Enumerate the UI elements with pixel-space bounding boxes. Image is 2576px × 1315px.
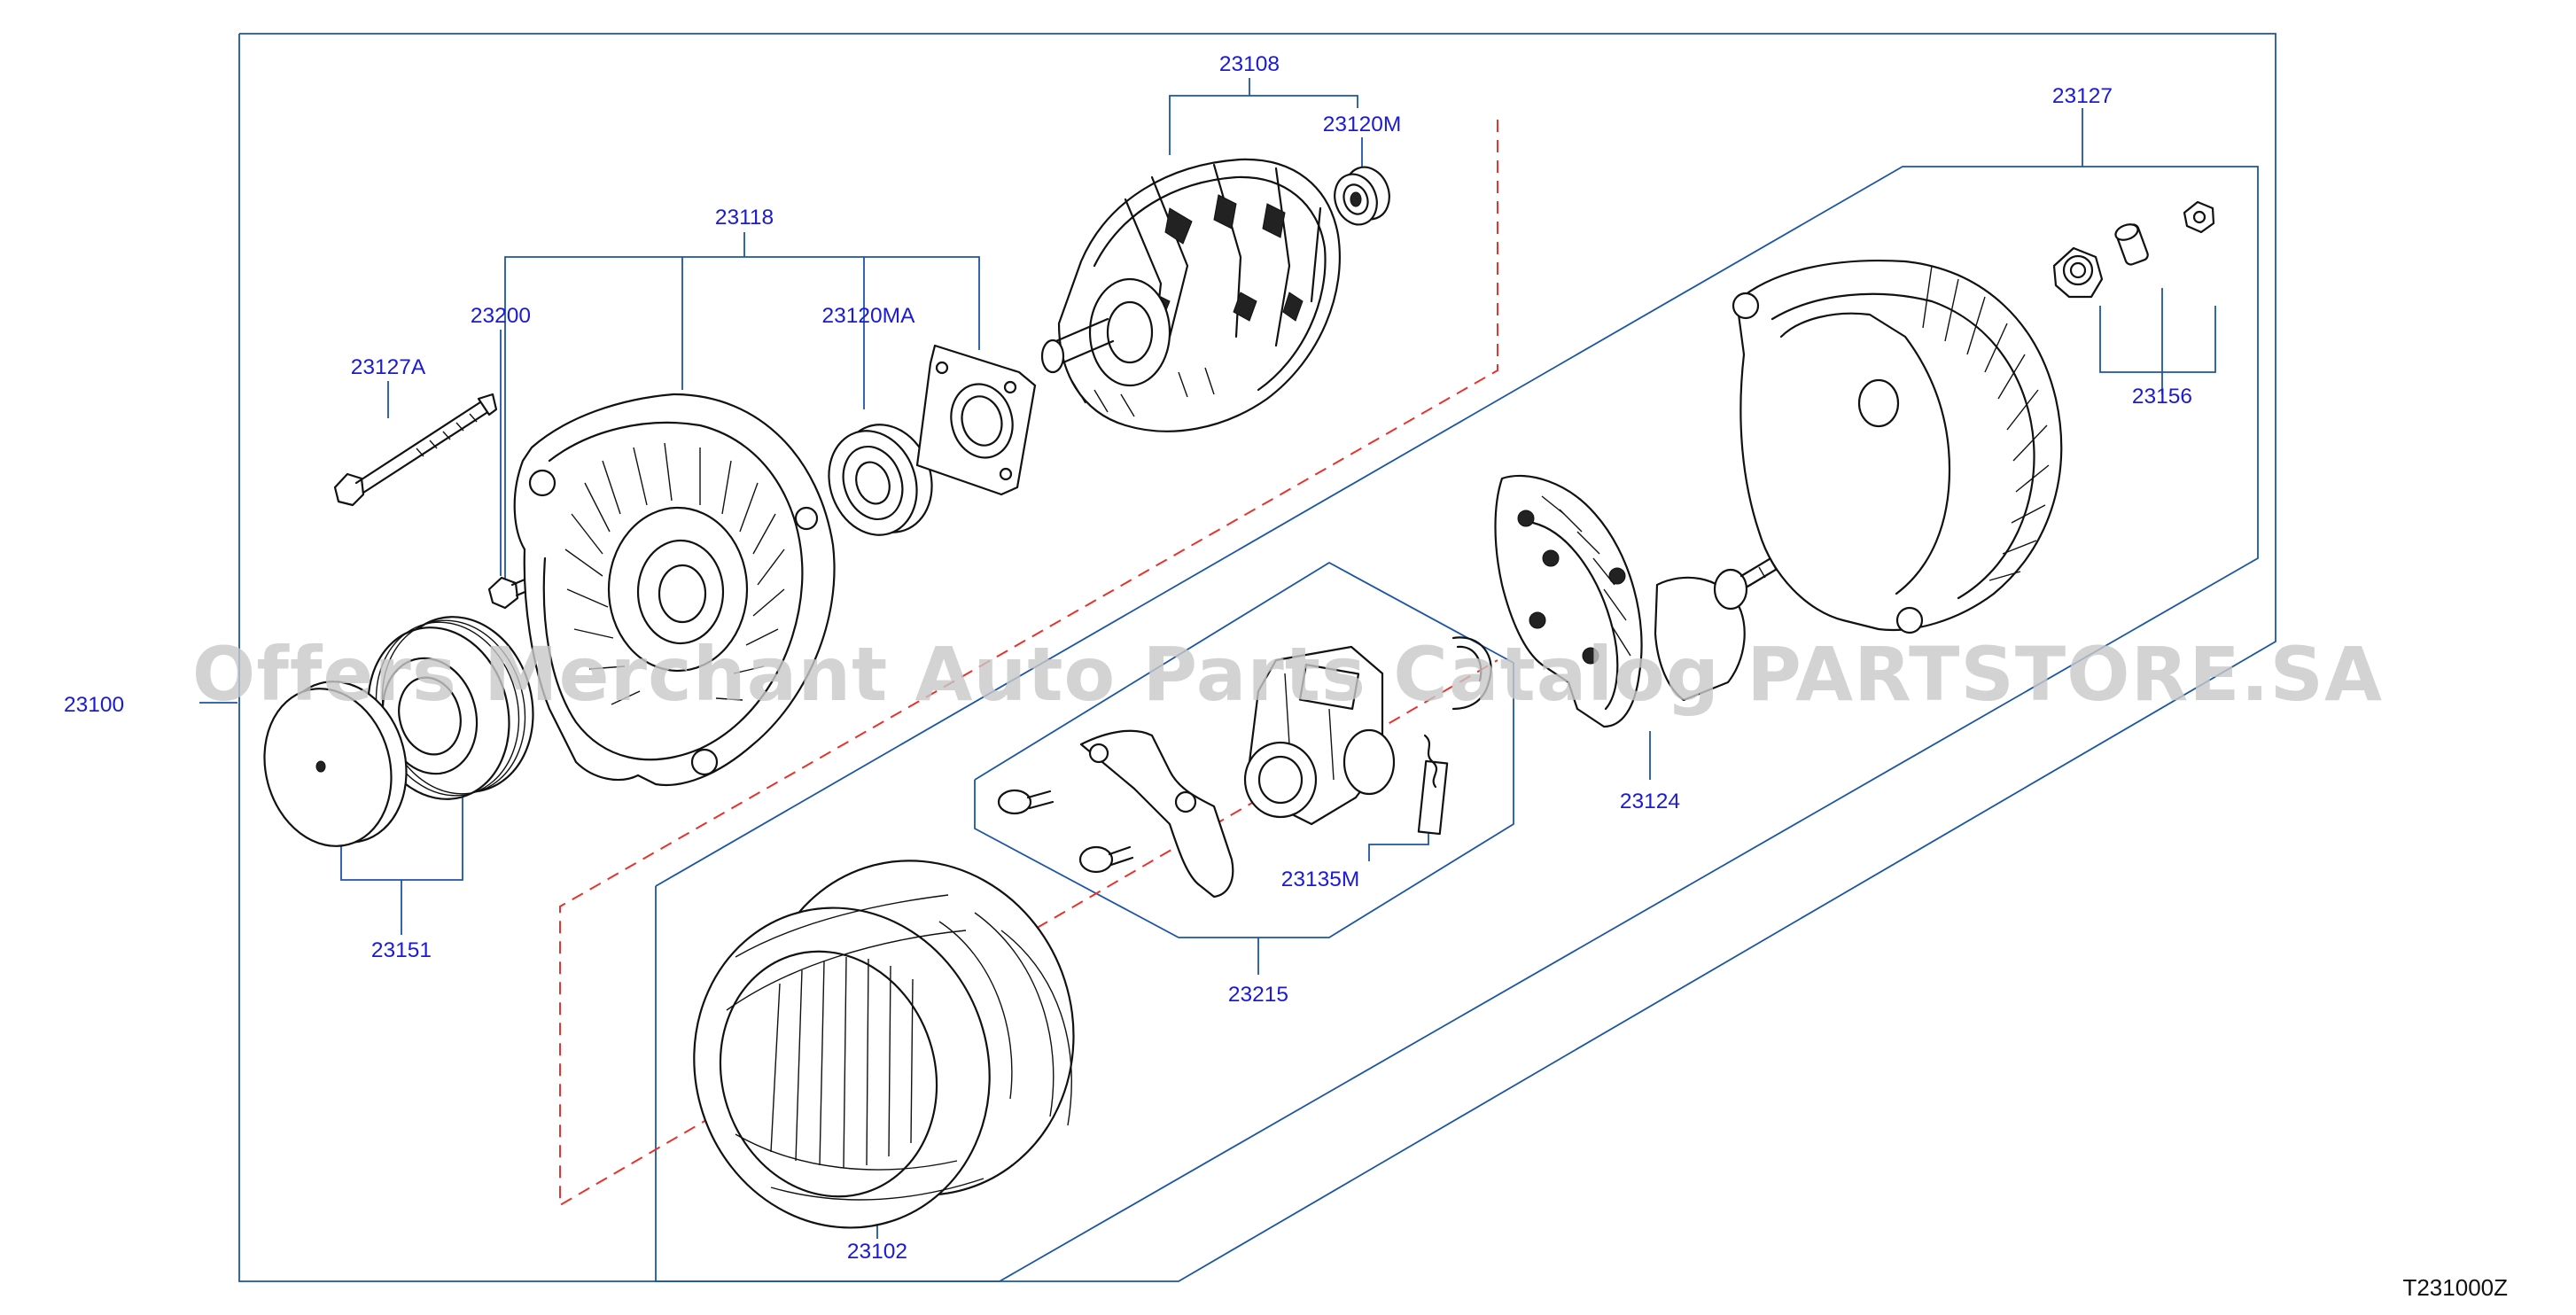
label-23127A[interactable]: 23127A	[351, 355, 426, 379]
screw-1-icon	[997, 789, 1055, 815]
label-23156[interactable]: 23156	[2132, 385, 2192, 409]
front-bearing-icon	[828, 424, 933, 536]
rotor-icon	[1040, 158, 1341, 432]
terminal-insulator-icon	[2052, 246, 2104, 299]
retainer-plate-icon	[915, 344, 1037, 496]
brush-icon	[1417, 734, 1449, 836]
part-labels: 23100 23108 23120M 23118 23200 23120MA 2…	[64, 52, 2192, 1264]
rectifier-icon	[1494, 474, 1794, 728]
rear-bearing-icon	[1334, 166, 1390, 226]
watermark-text: Offers Merchant Auto Parts Catalog PARTS…	[192, 631, 2383, 718]
label-23102[interactable]: 23102	[847, 1240, 907, 1264]
label-23151[interactable]: 23151	[371, 938, 432, 962]
through-bolt-icon	[333, 393, 498, 507]
label-23120M[interactable]: 23120M	[1323, 113, 1402, 136]
stator-icon	[693, 860, 1075, 1229]
screw-2-icon	[1078, 845, 1134, 874]
front-housing-icon	[513, 393, 836, 786]
terminal-sleeve-icon	[2114, 223, 2149, 266]
label-23118[interactable]: 23118	[715, 206, 774, 230]
regulator-icon	[1243, 645, 1396, 826]
label-23108[interactable]: 23108	[1219, 52, 1280, 76]
label-23124[interactable]: 23124	[1620, 790, 1680, 813]
label-23215[interactable]: 23215	[1228, 983, 1288, 1007]
label-23200[interactable]: 23200	[471, 304, 531, 328]
label-23120MA[interactable]: 23120MA	[822, 304, 916, 328]
brush-holder-plate-icon	[1079, 729, 1234, 899]
figure-code: T231000Z	[2402, 1274, 2508, 1301]
terminal-nut-icon	[2183, 200, 2215, 234]
label-23135M[interactable]: 23135M	[1281, 868, 1360, 891]
rear-housing-icon	[1732, 259, 2063, 634]
assembly-outline	[238, 33, 2276, 1282]
label-23100[interactable]: 23100	[64, 693, 124, 717]
clip-icon	[1451, 636, 1492, 711]
pulley-cap-icon	[263, 681, 408, 847]
label-23127[interactable]: 23127	[2052, 84, 2113, 108]
